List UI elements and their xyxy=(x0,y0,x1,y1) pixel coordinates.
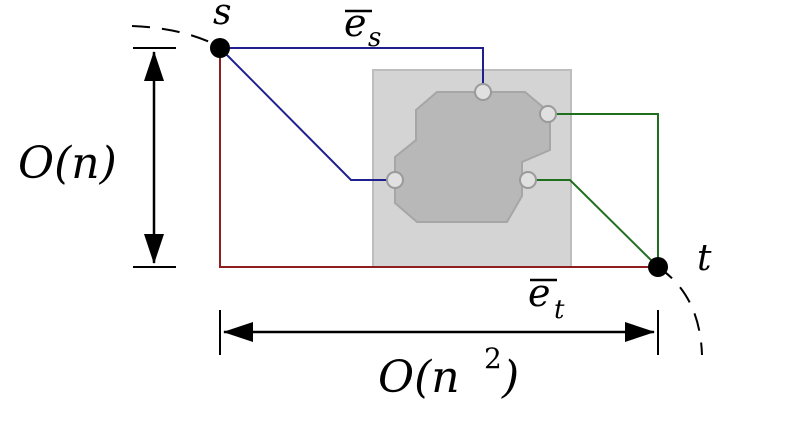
node-s xyxy=(210,38,230,58)
width-dim-suffix: ) xyxy=(501,352,519,403)
port-right xyxy=(539,105,557,123)
edge-s-base: e xyxy=(344,1,367,45)
green-upper-path xyxy=(548,113,659,267)
port-left xyxy=(386,171,404,189)
width-dim-prefix: O(n xyxy=(378,352,460,403)
port-inner-right xyxy=(519,171,537,189)
edge-s-sub: s xyxy=(368,23,381,53)
edge-t-sub: t xyxy=(554,295,565,325)
node-t xyxy=(648,257,668,277)
dashed-arc-t xyxy=(657,266,703,356)
height-dimension-label: O(n) xyxy=(18,138,117,189)
label-s: s xyxy=(213,0,231,33)
blue-top-path xyxy=(220,47,484,92)
width-dimension-label: O(n 2 ) xyxy=(378,342,519,403)
dashed-arc-s xyxy=(131,25,223,49)
green-lower-path xyxy=(528,179,659,268)
bottom-path xyxy=(219,48,658,268)
blue-diagonal-path xyxy=(219,47,395,181)
edge-t-base: e xyxy=(528,271,551,315)
label-edge-t: e t xyxy=(528,271,565,325)
label-t: t xyxy=(697,238,712,279)
width-dim-sup: 2 xyxy=(484,342,502,375)
port-top xyxy=(474,83,492,101)
label-edge-s: e s xyxy=(344,1,381,53)
